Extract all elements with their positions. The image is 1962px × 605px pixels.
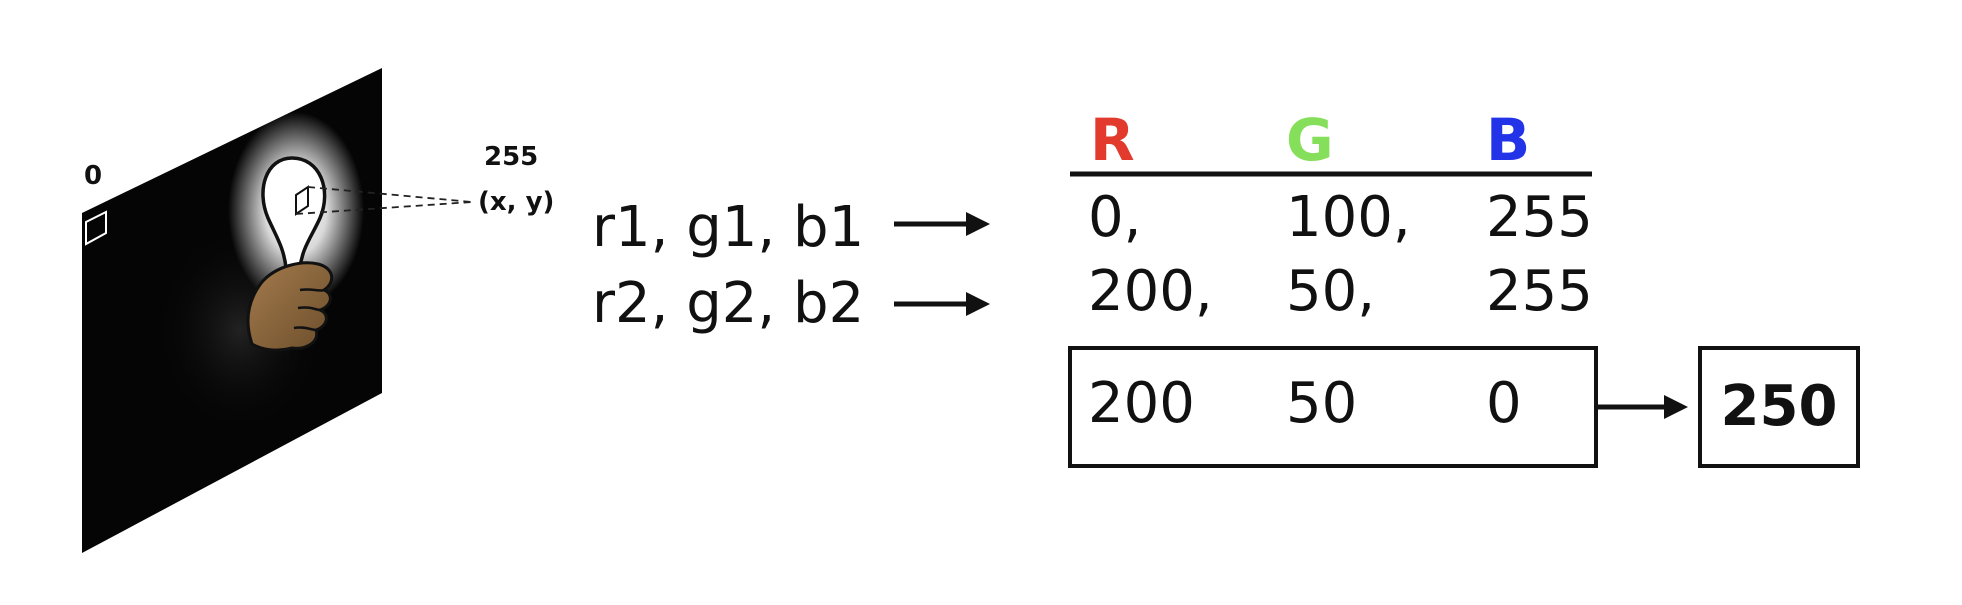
header-r: R [1090,106,1135,174]
diff-b: 0 [1486,371,1522,436]
black-pixel-marker [85,210,107,246]
row1-g: 100, [1286,185,1411,250]
coordinate-pointer [295,186,473,215]
result-value: 250 [1721,374,1838,439]
row2-r: 200, [1088,259,1213,324]
result-box [1698,346,1860,468]
row1-r: 0, [1088,185,1141,250]
hand-icon [246,261,334,352]
black-value-label: 0 [84,161,102,191]
row1-b: 255 [1486,185,1593,250]
header-b: B [1486,106,1530,174]
pixel-2-label: r2, g2, b2 [592,271,864,336]
diff-g: 50 [1286,371,1357,436]
header-g: G [1286,106,1334,174]
row2-b: 255 [1486,259,1593,324]
diff-r: 200 [1088,371,1195,436]
row2-g: 50, [1286,259,1375,324]
arrow-right-icon [894,212,990,236]
arrow-right-icon [1596,395,1688,419]
arrow-right-icon [894,292,990,316]
coordinate-label: (x, y) [478,187,554,217]
pixel-1-label: r1, g1, b1 [592,195,864,260]
white-pixel-marker [295,185,309,216]
white-value-label: 255 [484,142,538,172]
